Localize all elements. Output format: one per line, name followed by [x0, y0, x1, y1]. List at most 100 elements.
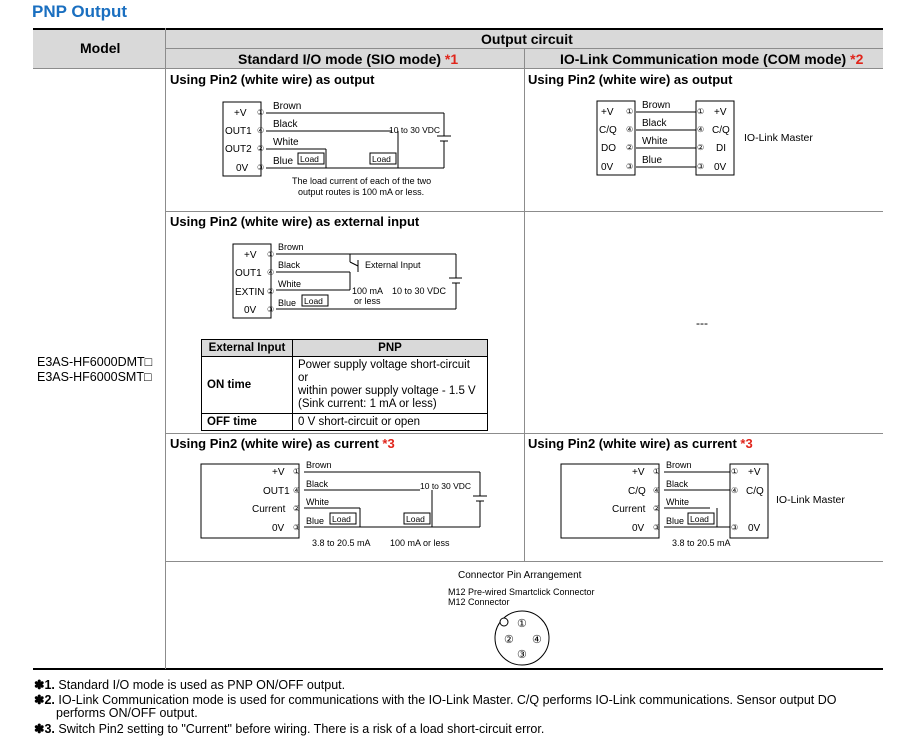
svg-text:C/Q: C/Q — [599, 125, 617, 136]
sio-current-title: Using Pin2 (white wire) as current *3 — [170, 436, 395, 451]
svg-text:3.8 to 20.5 mA: 3.8 to 20.5 mA — [672, 538, 731, 548]
svg-text:④: ④ — [267, 268, 274, 277]
svg-text:③: ③ — [697, 162, 704, 171]
page-title: PNP Output — [32, 2, 128, 21]
svg-text:White: White — [642, 136, 668, 147]
svg-text:Black: Black — [278, 260, 301, 270]
com-note: *2 — [850, 51, 864, 67]
svg-text:④: ④ — [626, 125, 633, 134]
connector-line2: M12 Connector — [448, 597, 510, 607]
svg-text:Brown: Brown — [273, 101, 301, 112]
svg-text:10 to 30 VDC: 10 to 30 VDC — [420, 481, 471, 491]
svg-text:Load: Load — [690, 514, 709, 524]
svg-text:④: ④ — [653, 486, 660, 495]
svg-text:+V: +V — [272, 467, 285, 478]
ext-table-row-value: Power supply voltage short-circuit or wi… — [292, 356, 488, 414]
svg-text:Blue: Blue — [273, 156, 293, 167]
svg-text:IO-Link Master: IO-Link Master — [776, 494, 845, 506]
svg-text:Black: Black — [273, 119, 298, 130]
svg-text:OUT1: OUT1 — [263, 486, 290, 497]
sio-header: Standard I/O mode (SIO mode) *1 — [238, 51, 459, 67]
svg-text:0V: 0V — [272, 523, 285, 534]
svg-text:Blue: Blue — [306, 516, 324, 526]
connector-pin-diagram: ① ② ④ ③ — [494, 610, 550, 666]
svg-text:①: ① — [653, 467, 660, 476]
svg-text:output routes is 100 mA or les: output routes is 100 mA or less. — [298, 187, 424, 197]
svg-text:EXTIN: EXTIN — [235, 287, 264, 298]
svg-text:①: ① — [626, 107, 633, 116]
svg-text:Black: Black — [306, 479, 329, 489]
svg-text:④: ④ — [731, 486, 738, 495]
com-input-none: --- — [696, 316, 708, 330]
svg-text:White: White — [278, 279, 301, 289]
com-current-title: Using Pin2 (white wire) as current *3 — [528, 436, 753, 451]
svg-text:+V: +V — [714, 107, 727, 118]
svg-text:0V: 0V — [714, 162, 727, 173]
sio-output-title: Using Pin2 (white wire) as output — [170, 72, 375, 87]
svg-text:C/Q: C/Q — [746, 486, 764, 497]
svg-text:10 to 30 VDC: 10 to 30 VDC — [392, 286, 447, 296]
svg-text:③: ③ — [517, 649, 527, 661]
ext-table-row-label: ON time — [201, 356, 293, 414]
com-output-title: Using Pin2 (white wire) as output — [528, 72, 733, 87]
com-header: IO-Link Communication mode (COM mode) *2 — [560, 51, 864, 67]
model-name-2: E3AS-HF6000SMT□ — [37, 370, 152, 384]
svg-text:0V: 0V — [632, 523, 645, 534]
svg-text:③: ③ — [257, 163, 264, 172]
svg-text:External Input: External Input — [365, 260, 421, 270]
svg-text:or less: or less — [354, 296, 381, 306]
svg-text:White: White — [666, 497, 689, 507]
current-note: *3 — [740, 436, 753, 451]
svg-text:Brown: Brown — [666, 460, 692, 470]
svg-text:Load: Load — [304, 296, 323, 306]
model-name-1: E3AS-HF6000DMT□ — [37, 355, 153, 369]
svg-text:+V: +V — [601, 107, 614, 118]
svg-text:①: ① — [257, 108, 264, 117]
svg-text:Brown: Brown — [278, 242, 304, 252]
ext-table-row-value: 0 V short-circuit or open — [292, 413, 488, 431]
svg-text:0V: 0V — [748, 523, 761, 534]
ext-table-header: External Input — [201, 339, 293, 357]
svg-text:③: ③ — [626, 162, 633, 171]
svg-text:Current: Current — [252, 504, 286, 515]
svg-text:Load: Load — [372, 154, 391, 164]
svg-text:Load: Load — [406, 514, 425, 524]
svg-text:④: ④ — [532, 634, 542, 646]
svg-text:OUT2: OUT2 — [225, 144, 252, 155]
svg-text:+V: +V — [234, 108, 247, 119]
svg-text:②: ② — [626, 143, 633, 152]
svg-text:②: ② — [267, 287, 274, 296]
svg-text:+V: +V — [244, 250, 257, 261]
svg-text:OUT1: OUT1 — [225, 126, 252, 137]
footnote-2-cont: performs ON/OFF output. — [56, 706, 198, 720]
svg-text:②: ② — [697, 143, 704, 152]
svg-text:IO-Link Master: IO-Link Master — [744, 132, 813, 144]
connector-line1: M12 Pre-wired Smartclick Connector — [448, 587, 595, 597]
footnote-2: ✽2. IO-Link Communication mode is used f… — [34, 693, 837, 707]
svg-text:Brown: Brown — [306, 460, 332, 470]
svg-text:3.8 to 20.5 mA: 3.8 to 20.5 mA — [312, 538, 371, 548]
svg-text:②: ② — [257, 144, 264, 153]
svg-text:①: ① — [697, 107, 704, 116]
svg-text:0V: 0V — [601, 162, 614, 173]
svg-text:+V: +V — [748, 467, 761, 478]
svg-text:White: White — [273, 137, 299, 148]
svg-text:C/Q: C/Q — [712, 125, 730, 136]
footnote-3: ✽3. Switch Pin2 setting to "Current" bef… — [34, 722, 545, 736]
external-input-table: External Input PNP ON time Power supply … — [201, 339, 488, 431]
svg-text:DO: DO — [601, 143, 616, 154]
svg-text:③: ③ — [267, 305, 274, 314]
svg-text:Blue: Blue — [666, 516, 684, 526]
sio-input-title: Using Pin2 (white wire) as external inpu… — [170, 214, 420, 229]
output-circuit-header: Output circuit — [481, 31, 573, 47]
svg-text:The load current of each of th: The load current of each of the two — [292, 176, 431, 186]
svg-text:Brown: Brown — [642, 100, 670, 111]
svg-text:③: ③ — [731, 523, 738, 532]
svg-text:Load: Load — [300, 154, 319, 164]
current-note: *3 — [382, 436, 395, 451]
svg-text:C/Q: C/Q — [628, 486, 646, 497]
footnote-1: ✽1. Standard I/O mode is used as PNP ON/… — [34, 678, 346, 692]
svg-text:Blue: Blue — [278, 298, 296, 308]
